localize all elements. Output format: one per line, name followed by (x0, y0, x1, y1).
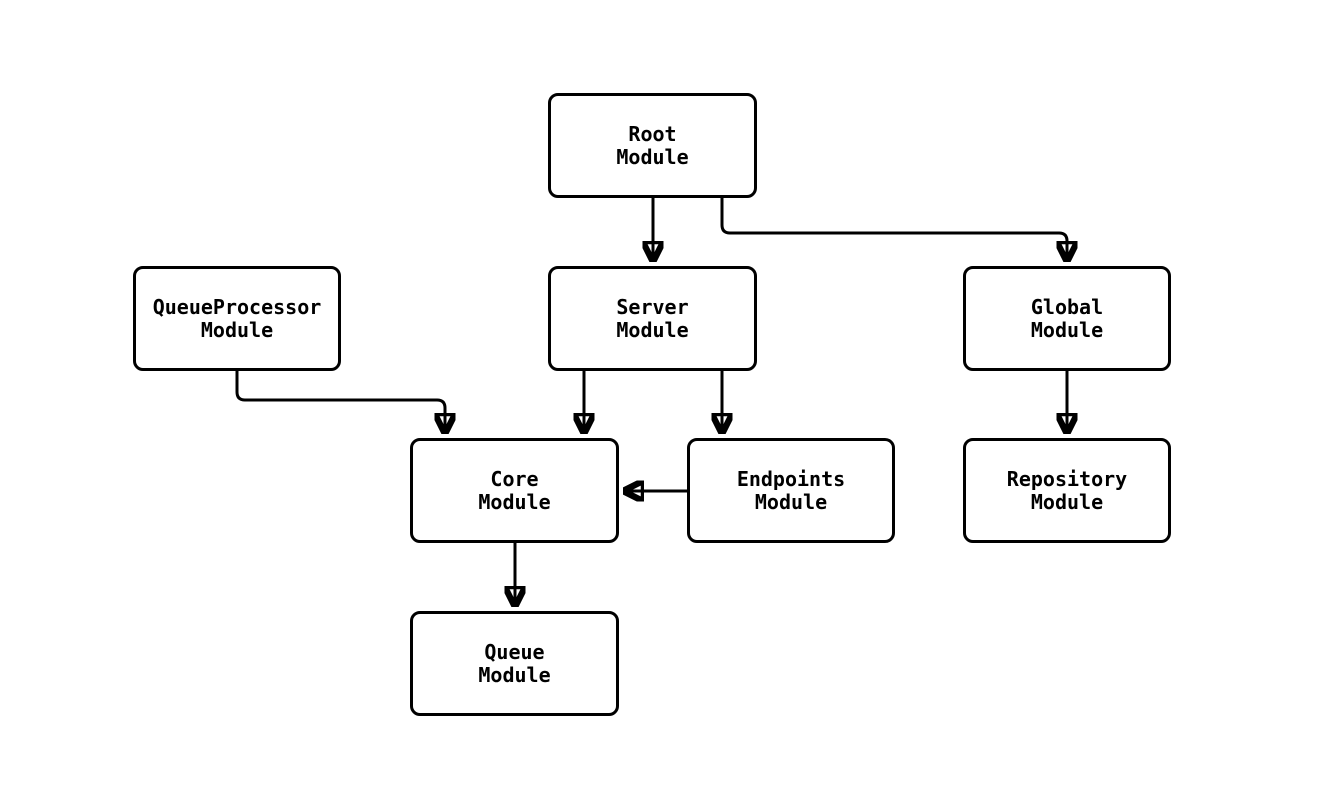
node-repository-module: Repository Module (963, 438, 1171, 543)
node-global-module: Global Module (963, 266, 1171, 371)
edge-root-to-global (720, 198, 1067, 260)
node-root-module: Root Module (548, 93, 757, 198)
node-root-module-line1: Root (628, 121, 677, 146)
node-server-module: Server Module (548, 266, 757, 371)
node-endpoints-module: Endpoints Module (687, 438, 895, 543)
node-core-module: Core Module (410, 438, 619, 543)
node-global-module-line1: Global (1030, 294, 1104, 319)
node-queueprocessor-module-line1: QueueProcessor (152, 294, 322, 319)
node-queue-module-line2: Module (478, 662, 551, 687)
node-repository-module-line2: Module (1030, 489, 1104, 514)
node-core-module-line2: Module (478, 489, 551, 514)
node-root-module-line2: Module (616, 144, 689, 169)
node-queue-module: Queue Module (410, 611, 619, 716)
node-queue-module-line1: Queue (484, 639, 545, 664)
node-repository-module-line1: Repository (1006, 466, 1128, 491)
node-server-module-line1: Server (616, 294, 689, 319)
edge-queueprocessor-to-core (235, 371, 445, 432)
node-server-module-line2: Module (616, 317, 689, 342)
node-queueprocessor-module: QueueProcessor Module (133, 266, 341, 371)
node-queueprocessor-module-line2: Module (200, 317, 274, 342)
node-core-module-line1: Core (490, 466, 539, 491)
node-endpoints-module-line1: Endpoints (736, 466, 846, 491)
node-global-module-line2: Module (1030, 317, 1104, 342)
node-endpoints-module-line2: Module (754, 489, 828, 514)
